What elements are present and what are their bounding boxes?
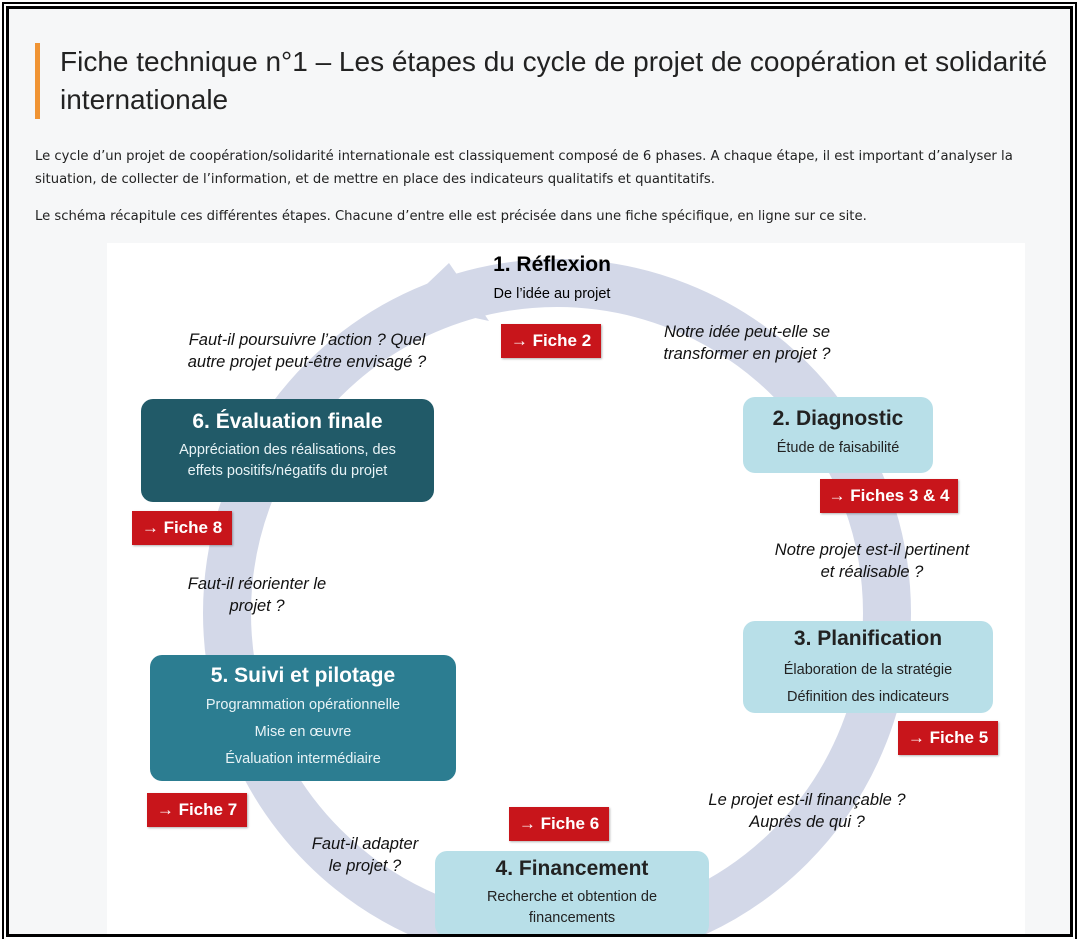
step-1-line-1: De l’idée au projet — [493, 286, 611, 302]
step-3-line-1: Élaboration de la stratégie — [783, 662, 953, 678]
step-5-line-3: Évaluation intermédiaire — [225, 751, 381, 767]
step-5-line-1: Programmation opérationnelle — [205, 697, 401, 713]
question-line: transformer en projet ? — [663, 345, 831, 363]
title-block: Fiche technique n°1 – Les étapes du cycl… — [35, 43, 1060, 119]
question-reorienter: Faut-il réorienter le projet ? — [167, 573, 347, 617]
intro-paragraph: Le cycle d’un projet de coopération/soli… — [35, 149, 1013, 187]
step-4-financement: 4. Financement Recherche et obtention de… — [435, 851, 709, 934]
question-pertinent: Notre projet est-il pertinent et réalisa… — [737, 539, 1007, 583]
step-6-line-1: Appréciation des réalisations, des — [179, 442, 396, 458]
step-2-diagnostic: 2. Diagnostic Étude de faisabilité — [743, 397, 933, 473]
step-4-line-1: Recherche et obtention de — [486, 889, 658, 905]
fiche-7-link[interactable]: → Fiche 7 — [147, 793, 247, 827]
step-5-suivi-pilotage: 5. Suivi et pilotage Programmation opéra… — [150, 655, 456, 781]
step-6-evaluation-finale: 6. Évaluation finale Appréciation des ré… — [141, 399, 434, 502]
step-4-title: 4. Financement — [495, 857, 649, 880]
question-line: Faut-il réorienter le — [187, 575, 327, 593]
question-line: projet ? — [229, 597, 285, 615]
project-cycle-diagram: 1. Réflexion De l’idée au projet 2. Diag… — [107, 243, 1025, 934]
cycle-ring-arrowhead — [407, 263, 489, 321]
step-2-line-1: Étude de faisabilité — [776, 440, 900, 456]
question-line: le projet ? — [328, 857, 402, 875]
step-6-title: 6. Évaluation finale — [192, 410, 383, 433]
step-3-planification: 3. Planification Élaboration de la strat… — [743, 621, 993, 713]
fiche-5-link[interactable]: → Fiche 5 — [898, 721, 998, 755]
question-line: Notre projet est-il pertinent — [774, 541, 970, 559]
page-title: Fiche technique n°1 – Les étapes du cycl… — [60, 46, 1048, 115]
question-transformer: Notre idée peut-elle se transformer en p… — [627, 321, 867, 365]
step-3-line-2: Définition des indicateurs — [786, 689, 949, 705]
question-line: et réalisable ? — [820, 563, 924, 581]
step-6-line-2: effets positifs/négatifs du projet — [187, 463, 388, 479]
question-line: Le projet est-il finançable ? — [708, 791, 906, 809]
question-line: Auprès de qui ? — [749, 813, 865, 831]
fiches-3-4-link[interactable]: → Fiches 3 & 4 — [820, 479, 958, 513]
question-line: Faut-il adapter — [311, 835, 419, 853]
step-4-line-2: financements — [528, 910, 616, 926]
step-1-title: 1. Réflexion — [493, 253, 611, 276]
cycle-ring-band — [203, 259, 911, 934]
step-1-reflexion: 1. Réflexion De l’idée au projet — [407, 253, 697, 323]
step-5-title: 5. Suivi et pilotage — [210, 664, 396, 687]
cycle-ring — [203, 259, 911, 934]
schema-paragraph: Le schéma récapitule ces différentes éta… — [35, 209, 867, 224]
fiche-2-link[interactable]: → Fiche 2 — [501, 324, 601, 358]
question-line: Faut-il poursuivre l’action ? Quel — [188, 331, 426, 349]
step-3-title: 3. Planification — [793, 627, 943, 650]
step-5-line-2: Mise en œuvre — [254, 724, 352, 740]
step-2-title: 2. Diagnostic — [772, 407, 904, 430]
question-line: Notre idée peut-elle se — [663, 323, 830, 341]
question-financable: Le projet est-il finançable ? Auprès de … — [667, 789, 947, 833]
question-adapter: Faut-il adapter le projet ? — [275, 833, 455, 877]
page-frame: Fiche technique n°1 – Les étapes du cycl… — [6, 6, 1073, 937]
fiche-8-link[interactable]: → Fiche 8 — [132, 511, 232, 545]
question-line: autre projet peut-être envisagé ? — [187, 353, 427, 371]
fiche-6-link[interactable]: → Fiche 6 — [509, 807, 609, 841]
question-poursuivre: Faut-il poursuivre l’action ? Quel autre… — [147, 329, 467, 373]
